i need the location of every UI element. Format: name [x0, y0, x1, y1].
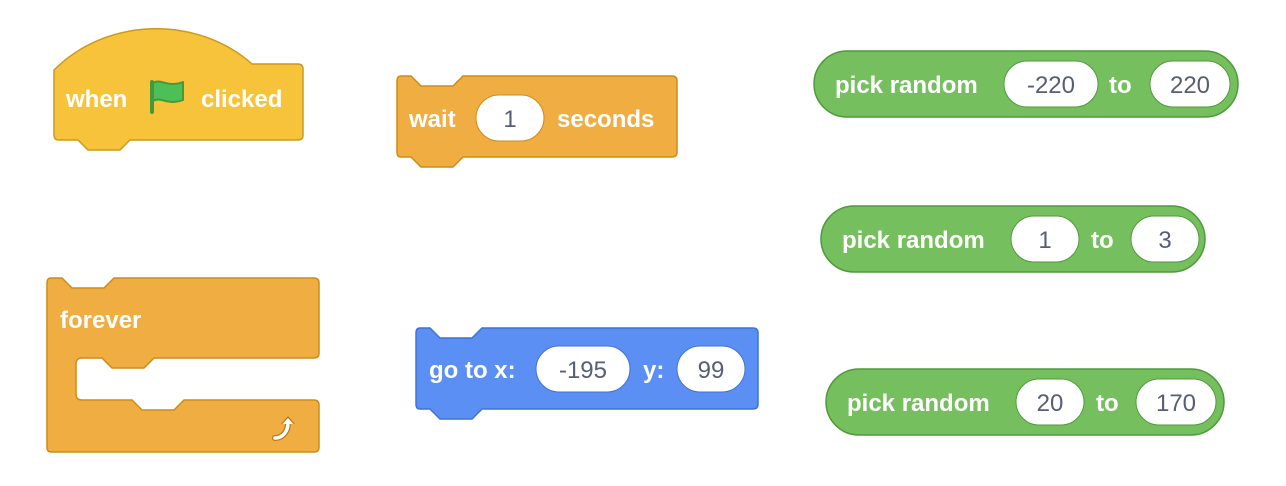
pick-random-2-to-input[interactable]	[1130, 215, 1200, 263]
pick-random-2-to-label: to	[1091, 227, 1114, 254]
y-label: y:	[643, 357, 664, 384]
pick-random-3-label: pick random	[847, 390, 990, 417]
loop-arrow-icon	[272, 416, 295, 441]
when-label: when	[65, 86, 127, 113]
go-to-xy-block[interactable]: go to x: -195 y: 99	[415, 327, 763, 425]
pick-random-1-from-input[interactable]	[1003, 60, 1099, 108]
y-value: 99	[698, 357, 725, 384]
green-flag-icon	[150, 80, 184, 114]
when-flag-clicked-block[interactable]: when clicked	[48, 26, 308, 158]
pick-random-3-from-value: 20	[1037, 390, 1064, 417]
pick-random-2-from-input[interactable]	[1010, 215, 1080, 263]
pick-random-3-to-label: to	[1096, 390, 1119, 417]
x-value: -195	[559, 357, 607, 384]
forever-label: forever	[60, 307, 141, 334]
pick-random-block-1[interactable]: pick random -220 to 220	[812, 49, 1242, 121]
y-input[interactable]	[676, 345, 746, 393]
pick-random-2-from-value: 1	[1038, 227, 1051, 254]
pick-random-1-to-label: to	[1109, 72, 1132, 99]
wait-seconds-input[interactable]	[475, 94, 545, 142]
wait-seconds-value: 1	[503, 106, 516, 133]
x-input[interactable]	[535, 345, 631, 393]
pick-random-2-to-value: 3	[1158, 227, 1171, 254]
wait-block[interactable]: wait 1 seconds	[396, 75, 680, 173]
pick-random-3-to-value: 170	[1156, 390, 1196, 417]
pick-random-1-from-value: -220	[1027, 72, 1075, 99]
clicked-label: clicked	[201, 86, 282, 113]
pick-random-2-label: pick random	[842, 227, 985, 254]
forever-block[interactable]: forever	[46, 276, 322, 456]
seconds-label: seconds	[557, 106, 654, 133]
go-to-x-label: go to x:	[429, 357, 516, 384]
pick-random-3-to-input[interactable]	[1135, 378, 1217, 426]
pick-random-1-to-value: 220	[1170, 72, 1210, 99]
pick-random-3-from-input[interactable]	[1015, 378, 1085, 426]
pick-random-1-to-input[interactable]	[1149, 60, 1231, 108]
wait-label: wait	[408, 106, 456, 133]
pick-random-1-label: pick random	[835, 72, 978, 99]
forever-block-shape	[46, 277, 320, 453]
pick-random-block-2[interactable]: pick random 1 to 3	[819, 204, 1209, 276]
pick-random-block-3[interactable]: pick random 20 to 170	[824, 367, 1228, 439]
